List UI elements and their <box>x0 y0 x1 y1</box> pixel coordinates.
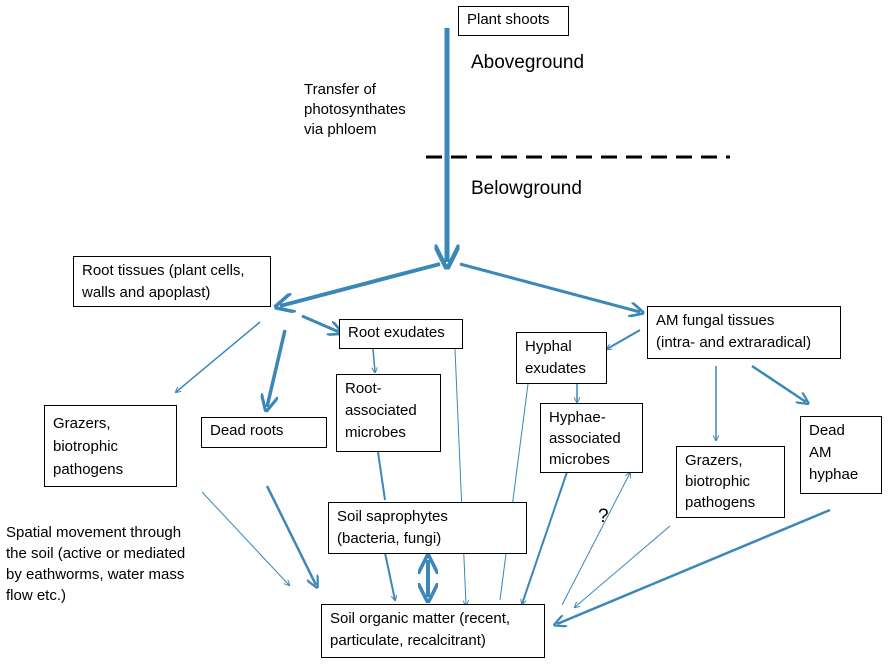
arrow-root-microbes-to-saprophytes <box>377 451 386 501</box>
label-aboveground: Aboveground <box>471 52 585 73</box>
arrow-am-to-hyphal-exudates <box>607 329 641 349</box>
arrow-dead-hyphae-to-som <box>557 508 831 624</box>
arrow-am-to-dead-hyphae <box>751 364 806 402</box>
arrow-hyphal-exudates-to-som <box>499 383 529 601</box>
node-plant-shoots: Plant shoots <box>458 6 569 36</box>
arrow-exudates-to-som <box>454 348 466 605</box>
label-spatial-movement: Spatial movement through the soil (activ… <box>6 524 186 604</box>
arrow-root-microbes-to-som <box>384 552 395 600</box>
arrow-uncertain-to-hyphae-microbes <box>561 473 630 606</box>
node-root-associated-microbes: Root- associated microbes <box>336 374 441 452</box>
arrow-dead-roots-to-som <box>265 485 316 585</box>
label-phloem-transfer: Transfer of photosynthates via phloem <box>304 81 406 138</box>
arrow-to-am-fungal-tissues <box>459 262 640 312</box>
node-soil-organic-matter: Soil organic matter (recent, particulate… <box>321 604 545 658</box>
arrow-grazers-right-to-som <box>575 525 671 607</box>
label-unknown-flow: ? <box>598 506 609 527</box>
label-belowground: Belowground <box>471 178 582 199</box>
node-am-fungal-tissues: AM fungal tissues (intra- and extraradic… <box>647 306 841 359</box>
arrow-root-tissues-to-dead-roots <box>267 329 287 407</box>
node-root-exudates: Root exudates <box>339 319 463 349</box>
node-grazers-left: Grazers, biotrophic pathogens <box>44 405 177 487</box>
node-dead-roots: Dead roots <box>201 417 327 448</box>
node-root-tissues: Root tissues (plant cells, walls and apo… <box>73 256 271 307</box>
arrow-hyphae-microbes-to-som <box>522 471 568 604</box>
node-dead-am-hyphae: Dead AM hyphae <box>800 416 882 494</box>
node-soil-saprophytes: Soil saprophytes (bacteria, fungi) <box>328 502 527 554</box>
node-grazers-right: Grazers, biotrophic pathogens <box>676 446 785 518</box>
arrow-grazers-left-to-som <box>201 491 289 585</box>
arrow-root-tissues-to-grazers <box>176 321 261 392</box>
arrow-exudates-to-root-microbes <box>373 348 375 372</box>
node-hyphae-associated-microbes: Hyphae- associated microbes <box>540 403 643 473</box>
arrow-root-tissues-to-exudates <box>301 314 339 332</box>
node-hyphal-exudates: Hyphal exudates <box>516 332 607 384</box>
arrow-to-root-tissues <box>280 262 441 306</box>
